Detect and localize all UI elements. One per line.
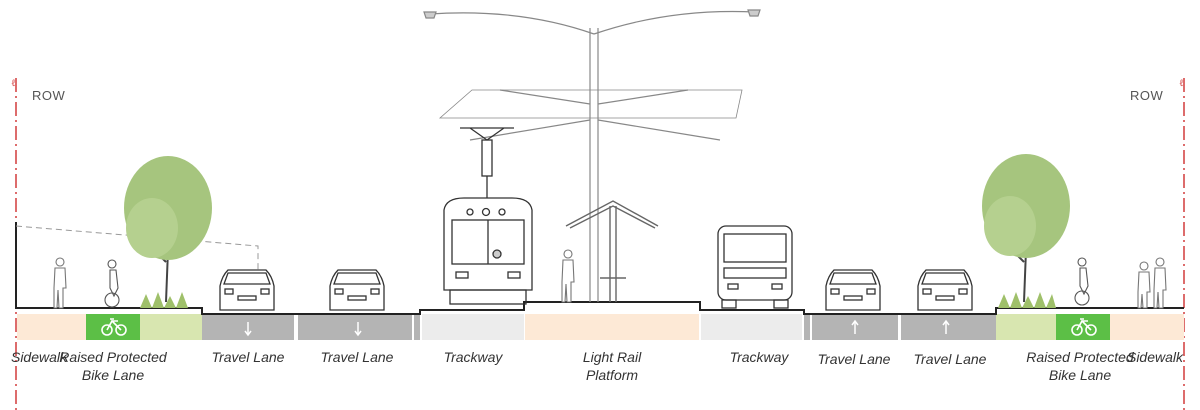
segment-label-bike-lane-right: Raised Protected Bike Lane [1026,349,1134,383]
segment-label-travel-lane-4: Travel Lane [913,351,987,367]
segment-label-sidewalk-right: Sidewalk [1126,349,1184,365]
bicycle-icon [101,318,127,336]
segment-label-sidewalk-left: Sidewalk [10,349,68,365]
car [329,269,385,311]
platform-band [525,314,699,340]
ground-profile [15,222,1184,315]
arrow-down-icon [354,322,362,337]
planting-band-left [140,314,202,340]
cyclist [1074,257,1090,306]
lamp-post [423,9,761,302]
pedestrian [53,257,67,309]
pedestrian [1137,261,1151,309]
curb-strip-left [414,314,420,340]
bicycle-icon [1071,318,1097,336]
platform-shelter [565,200,659,302]
tree [124,156,212,308]
segment-label-travel-lane-3: Travel Lane [817,351,891,367]
svg-text:ℓ: ℓ [1179,78,1184,89]
trackway-band-left [422,314,524,340]
segment-label-trackway-right: Trackway [729,349,789,365]
trackway-band-right [701,314,802,340]
row-label-right: ROW [1130,88,1164,103]
row-line-right: ℓ [1179,78,1185,410]
segment-label-travel-lane-1: Travel Lane [211,349,285,365]
row-label-left: ROW [32,88,66,103]
svg-text:ℓ: ℓ [11,78,16,89]
travel-lane-band-4 [901,314,996,340]
segment-label-bike-lane-left: Raised Protected Bike Lane [59,349,167,383]
bike-lane-band-left [86,314,140,340]
curb-strip-right [804,314,810,340]
arrow-down-icon [244,322,252,337]
segment-label-platform: Light Rail Platform [582,349,642,383]
arrow-up-icon [942,319,950,334]
segment-label-trackway-left: Trackway [443,349,503,365]
tree [982,154,1070,308]
pedestrian [1153,257,1167,309]
sidewalk-band-left [17,314,86,340]
car [917,269,973,311]
segment-label-travel-lane-2: Travel Lane [320,349,394,365]
pedestrian [561,249,575,303]
planting-band-right [996,314,1056,340]
bike-lane-band-right [1056,314,1110,340]
arrow-up-icon [851,319,859,334]
row-line-left: ℓ [11,78,17,410]
car [219,269,275,311]
building-awning [15,225,259,284]
bus [717,225,793,309]
cyclist [104,259,120,308]
light-rail-vehicle [443,127,533,305]
car [825,269,881,311]
travel-lane-band-2 [298,314,412,340]
ground-bands [17,314,1184,340]
sidewalk-band-right [1110,314,1184,340]
